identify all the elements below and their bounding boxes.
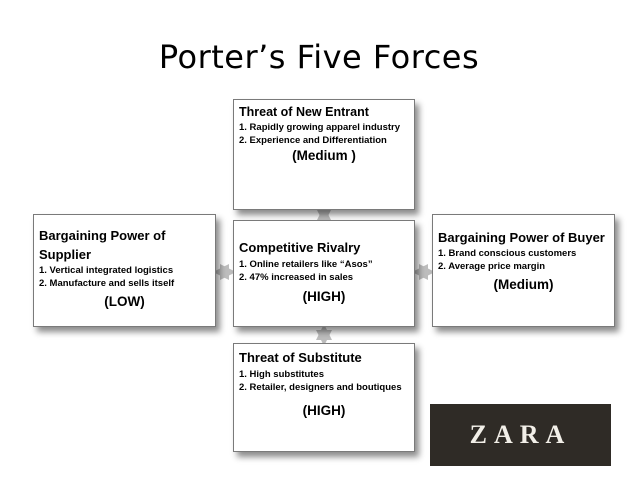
buyer-heading: Bargaining Power of Buyer	[438, 230, 605, 245]
zara-logo: ZARA	[430, 404, 611, 466]
competitive-rivalry-box: Competitive Rivalry 1. Online retailers …	[233, 220, 415, 327]
substitute-heading: Threat of Substitute	[239, 350, 362, 365]
page-title: Porter’s Five Forces	[158, 38, 480, 76]
rivalry-level: (HIGH)	[302, 289, 346, 304]
buyer-item-1: 1. Brand conscious customers	[438, 248, 577, 259]
substitute-item-1: 1. High substitutes	[239, 369, 324, 380]
bargaining-power-buyer-box: Bargaining Power of Buyer 1. Brand consc…	[432, 214, 615, 327]
rivalry-heading: Competitive Rivalry	[239, 240, 361, 255]
buyer-item-2: 2. Average price margin	[438, 261, 546, 272]
supplier-level: (LOW)	[104, 294, 145, 309]
rivalry-item-1: 1. Online retailers like “Asos”	[239, 259, 373, 270]
new-entrant-item-2: 2. Experience and Differentiation	[239, 135, 387, 146]
substitute-level: (HIGH)	[302, 403, 346, 418]
substitute-item-2: 2. Retailer, designers and boutiques	[239, 382, 402, 393]
supplier-heading: Bargaining Power of Supplier	[39, 228, 166, 262]
rivalry-item-2: 2. 47% increased in sales	[239, 272, 354, 283]
threat-of-new-entrant-box: Threat of New Entrant 1. Rapidly growing…	[233, 99, 415, 210]
supplier-item-2: 2. Manufacture and sells itself	[39, 278, 175, 289]
threat-of-substitute-box: Threat of Substitute 1. High substitutes…	[233, 343, 415, 452]
new-entrant-heading: Threat of New Entrant	[239, 105, 369, 119]
new-entrant-level: (Medium )	[292, 148, 356, 163]
zara-logo-text: ZARA	[469, 420, 572, 449]
new-entrant-item-1: 1. Rapidly growing apparel industry	[239, 122, 400, 133]
supplier-item-1: 1. Vertical integrated logistics	[39, 265, 174, 276]
bargaining-power-supplier-box: Bargaining Power of Supplier 1. Vertical…	[33, 214, 216, 327]
buyer-level: (Medium)	[493, 277, 554, 292]
